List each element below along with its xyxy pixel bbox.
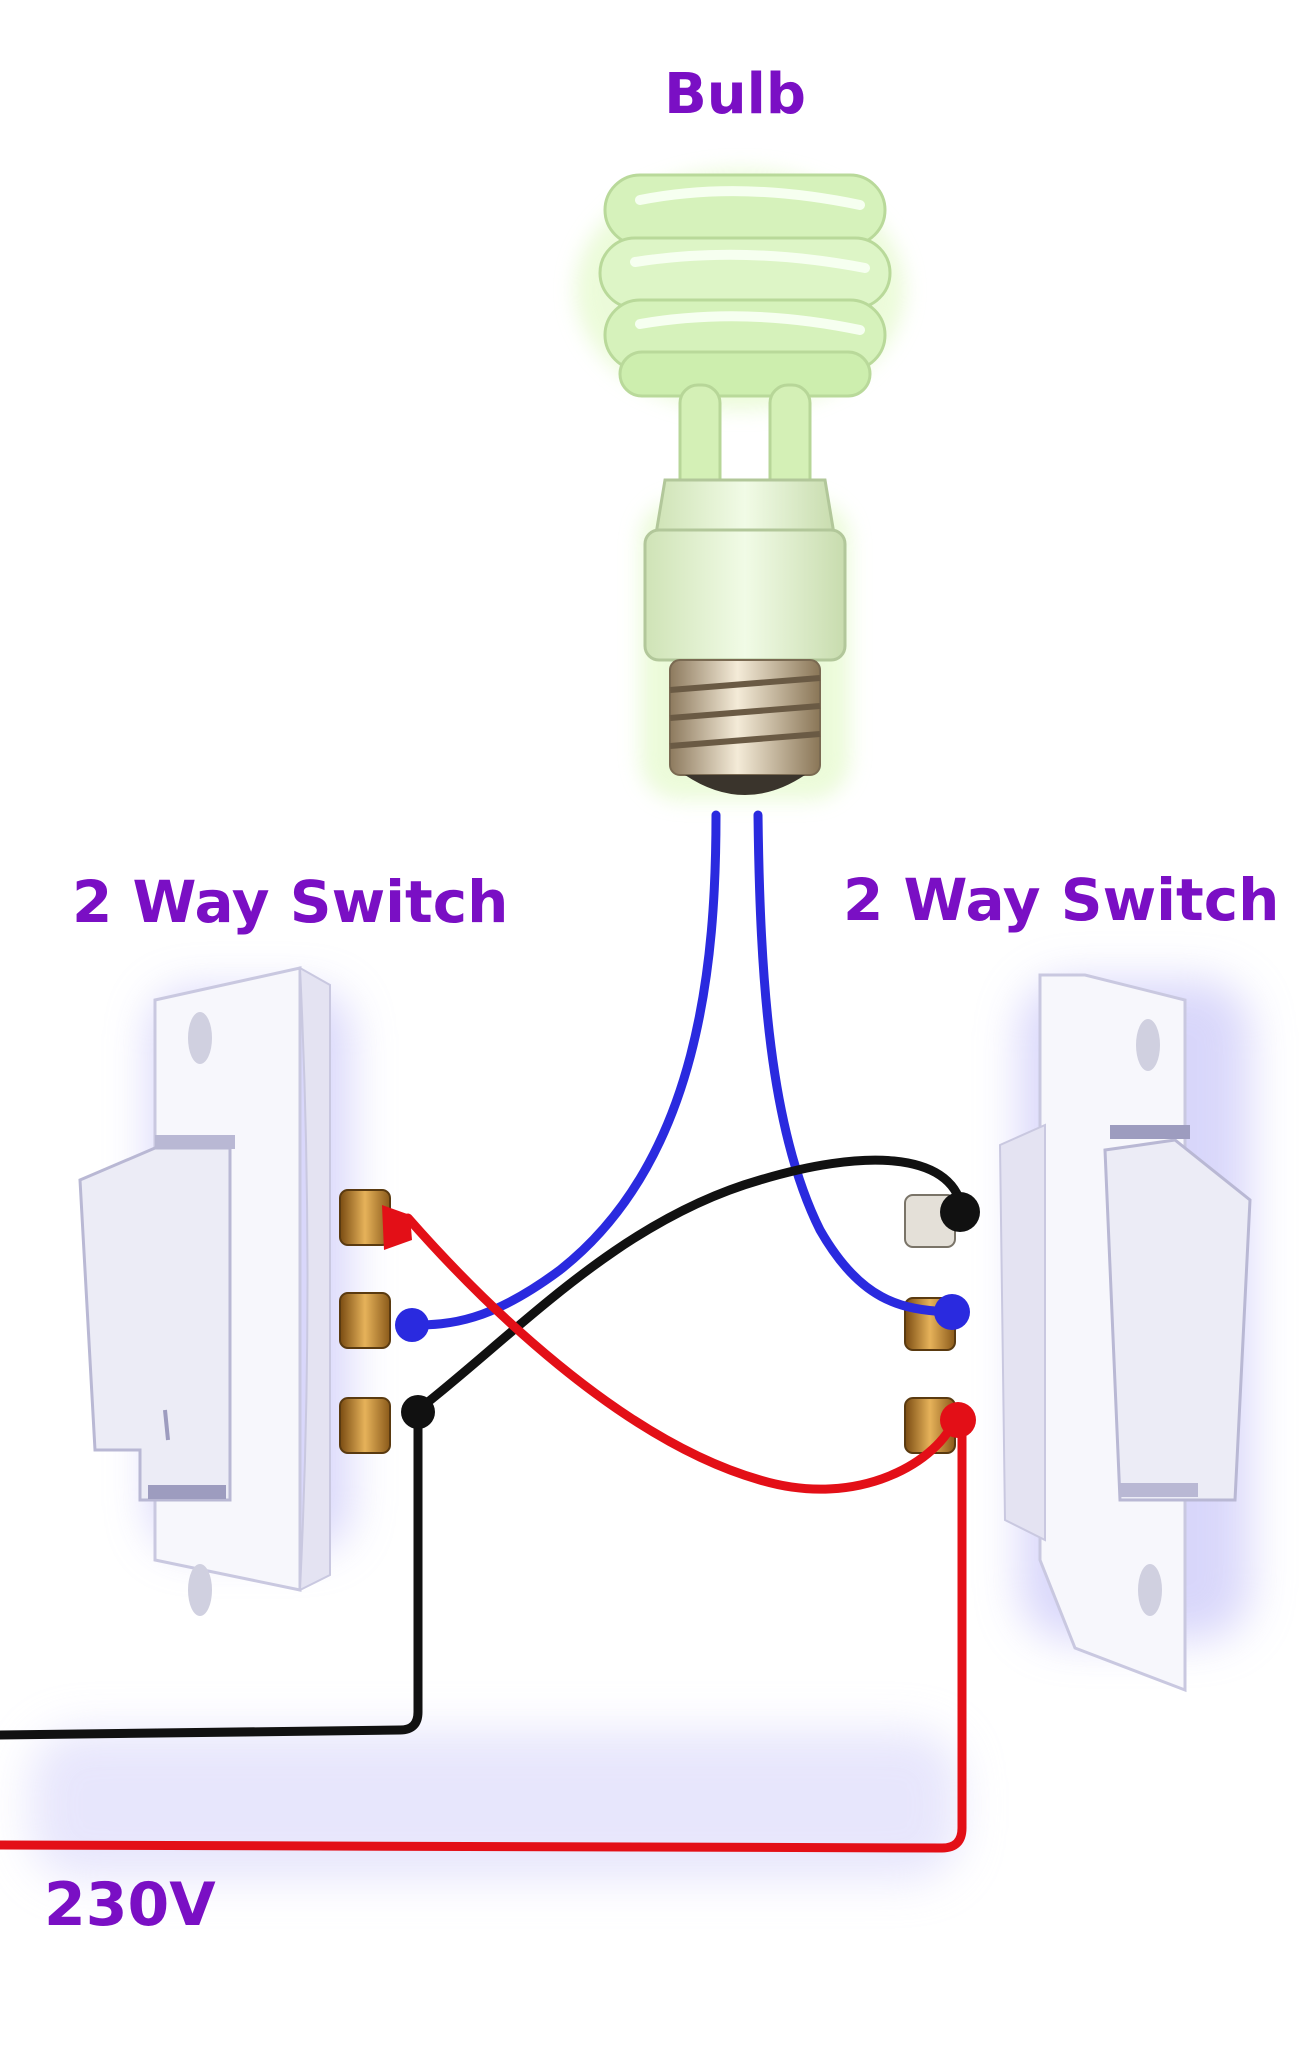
black-supply-wire: [0, 1410, 423, 1740]
blue-wire-right: [753, 810, 955, 1317]
wires: [0, 810, 967, 1853]
black-wire-traveller: [413, 1155, 967, 1415]
wire-lugs: [382, 1192, 980, 1438]
left-two-way-switch-icon: [78, 966, 391, 1616]
right-two-way-switch-icon: [904, 973, 1252, 1693]
red-supply-wire: [0, 1417, 967, 1853]
supply-voltage-label: 230V: [44, 1870, 216, 1940]
right-switch-label: 2 Way Switch: [843, 866, 1280, 934]
blue-wire-left: [407, 810, 721, 1330]
cfl-bulb-icon: [598, 173, 892, 795]
left-switch-terminals: [339, 1189, 391, 1454]
left-switch-label: 2 Way Switch: [72, 868, 509, 936]
bulb-label: Bulb: [664, 62, 806, 127]
red-wire-traveller: [403, 1213, 960, 1494]
